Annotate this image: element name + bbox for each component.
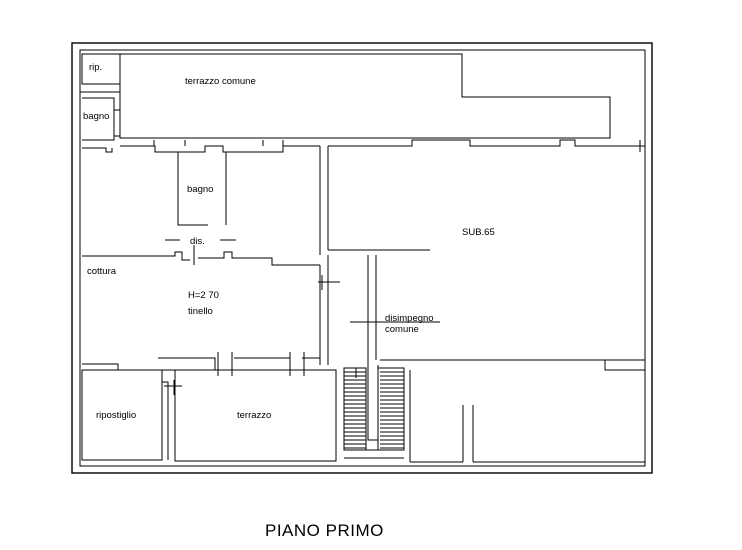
room-label-rip: rip.	[89, 62, 102, 73]
small-bathroom-walls	[82, 97, 121, 141]
upper-wall-row	[82, 139, 645, 153]
partition-walls	[82, 146, 440, 365]
lower-walls	[81, 352, 645, 467]
room-label-disimpegno: disimpegno	[385, 313, 434, 324]
floor-title: PIANO PRIMO	[265, 521, 384, 540]
terrace-strip	[80, 53, 611, 139]
room-label-small-bathroom: bagno	[83, 111, 109, 122]
staircase	[343, 365, 405, 459]
room-label-sub: SUB.65	[462, 227, 495, 238]
room-label-terrazzo: terrazzo	[237, 410, 271, 421]
room-label-tinello: tinello	[188, 306, 213, 317]
room-label-dis: dis.	[190, 236, 205, 247]
outer-walls	[71, 42, 653, 474]
room-height: H=2 70	[188, 290, 219, 301]
room-label-bathroom: bagno	[187, 184, 213, 195]
room-label-comune: comune	[385, 324, 419, 335]
room-label-cottura: cottura	[87, 266, 117, 277]
room-label-terrazzo-comune: terrazzo comune	[185, 76, 256, 87]
room-label-ripostiglio: ripostiglio	[96, 410, 136, 421]
